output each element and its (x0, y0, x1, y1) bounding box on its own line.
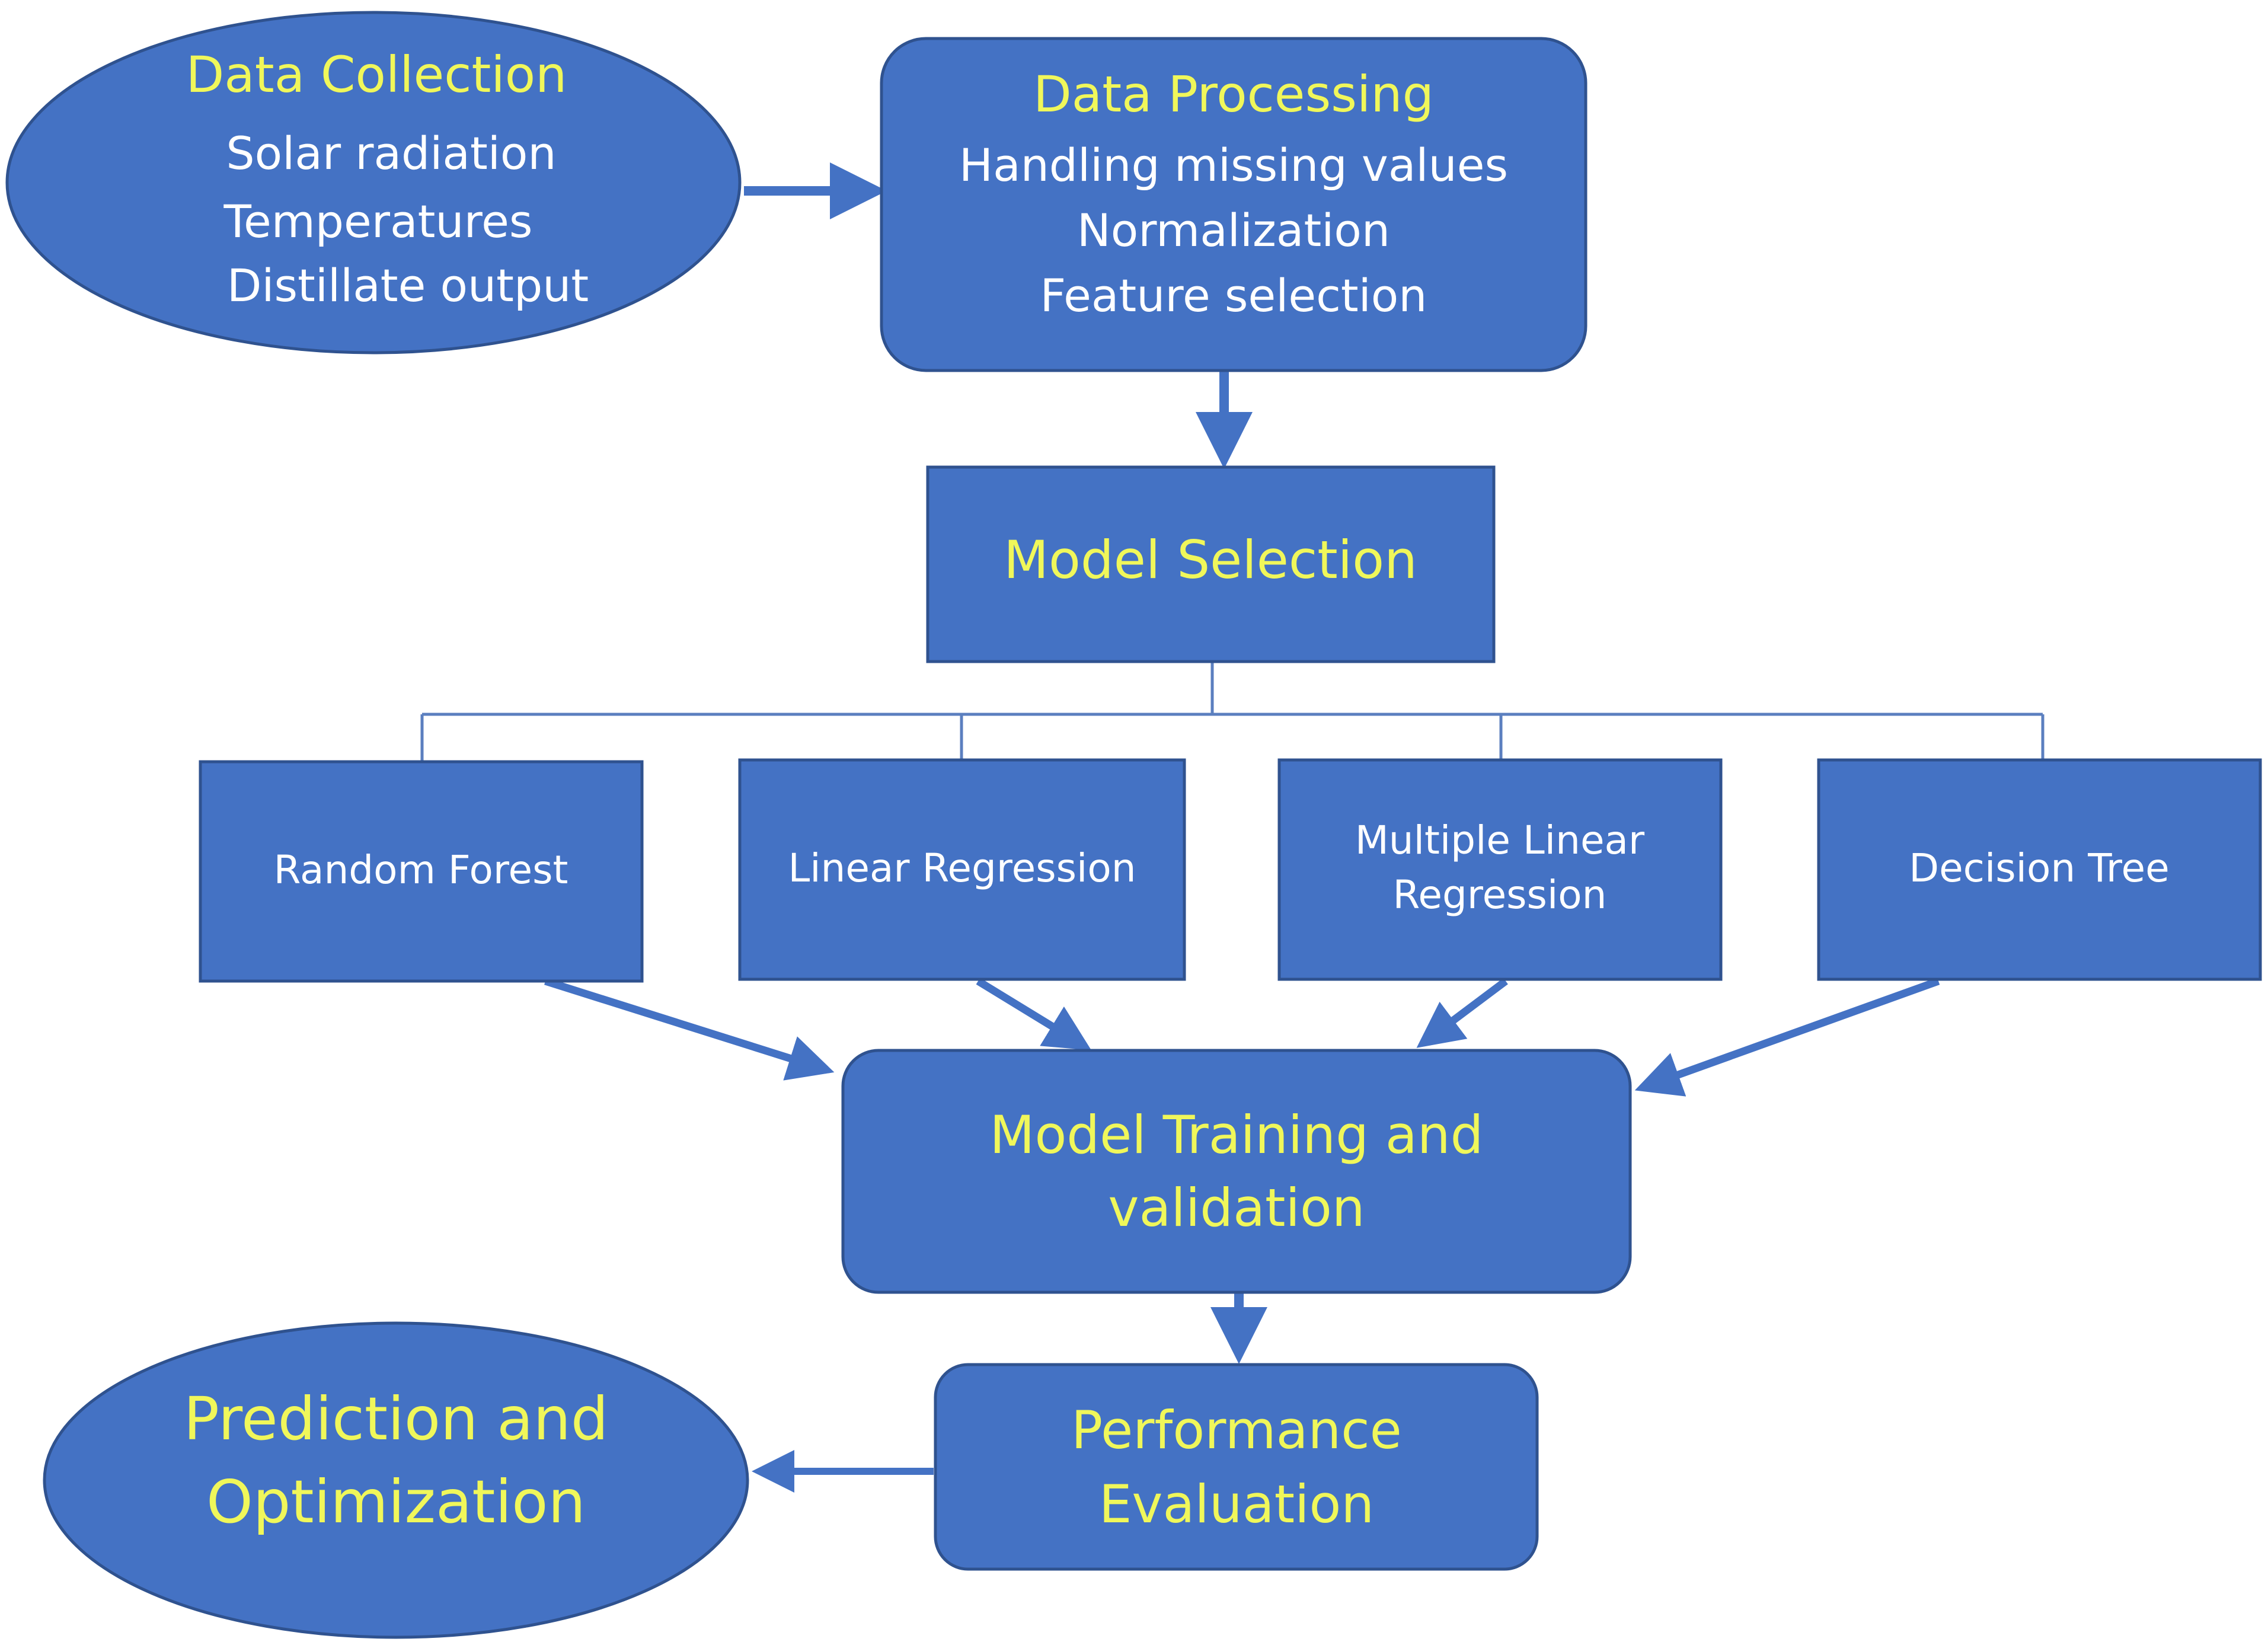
multiple-linear-regression-label: Multiple Linear (1355, 817, 1645, 863)
prediction-label: Prediction and (184, 1384, 609, 1454)
decision-tree-node: Decision Tree (1817, 758, 2262, 981)
model-selection-title: Model Selection (1004, 529, 1417, 590)
arrow-linear-regression-to-training (976, 978, 1092, 1050)
data-collection-item: Solar radiation (226, 127, 556, 180)
performance-evaluation-label: Evaluation (1099, 1474, 1374, 1535)
random-forest-label: Random Forest (274, 847, 568, 893)
model-training-label: validation (1108, 1177, 1365, 1238)
connectors (420, 162, 2045, 1493)
multiple-linear-regression-node: Multiple Linear Regression (1277, 758, 1723, 981)
random-forest-node: Random Forest (199, 760, 644, 983)
arrow-random-forest-to-training (544, 977, 835, 1081)
data-collection-node: Data Collection Solar radiation Temperat… (5, 11, 742, 354)
data-processing-node: Data Processing Handling missing values … (880, 37, 1587, 372)
multiple-linear-regression-label: Regression (1392, 872, 1606, 918)
linear-regression-node: Linear Regression (738, 758, 1186, 981)
arrow-multiple-linear-regression-to-training (1416, 978, 1508, 1048)
data-processing-item: Normalization (1077, 204, 1390, 257)
model-training-label: Model Training and (990, 1104, 1484, 1165)
model-training-node: Model Training and validation (841, 1049, 1632, 1294)
prediction-label: Optimization (206, 1467, 586, 1537)
performance-evaluation-node: Performance Evaluation (934, 1363, 1539, 1571)
arrow-decision-tree-to-training (1634, 977, 1940, 1097)
model-branch-lines (420, 661, 2045, 762)
linear-regression-label: Linear Regression (788, 845, 1136, 891)
model-selection-node: Model Selection (926, 465, 1496, 663)
data-processing-title: Data Processing (1033, 65, 1434, 123)
data-processing-item: Handling missing values (959, 139, 1508, 191)
decision-tree-label: Decision Tree (1909, 845, 2169, 891)
data-processing-item: Feature selection (1040, 269, 1427, 322)
prediction-node: Prediction and Optimization (43, 1321, 749, 1639)
performance-evaluation-label: Performance (1071, 1400, 1402, 1461)
data-collection-title: Data Collection (186, 46, 567, 104)
data-collection-item: Distillate output (227, 259, 589, 312)
data-collection-item: Temperatures (223, 195, 532, 248)
